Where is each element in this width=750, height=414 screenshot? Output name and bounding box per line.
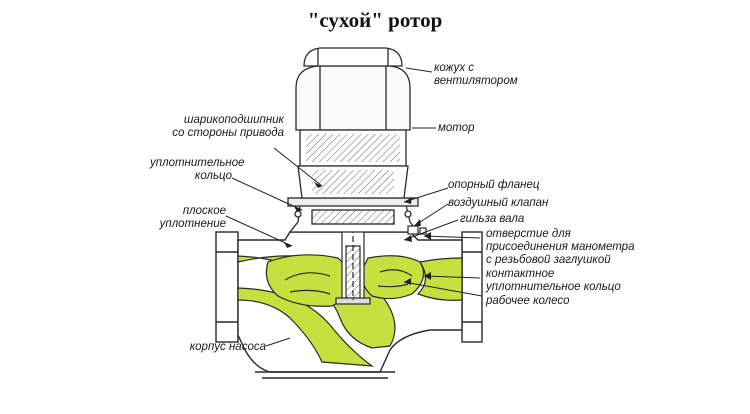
leader-lines	[225, 67, 483, 347]
label-support-flange: опорный фланец	[448, 179, 540, 191]
label-impeller: рабочее колесо	[486, 295, 570, 307]
label-motor: мотор	[438, 122, 475, 134]
label-gauge-port: отверстие для присоединения манометра с …	[486, 228, 635, 266]
support-bracket	[287, 197, 420, 233]
diagram-title: "сухой" ротор	[307, 8, 443, 32]
label-flat-seal: плоское уплотнение	[159, 205, 226, 230]
label-bearing: шарикоподшипник со стороны привода	[172, 114, 284, 139]
label-pump-body: корпус насоса	[189, 341, 266, 353]
shaft	[335, 200, 371, 305]
label-contact-seal-ring: контактное уплотнительное кольцо	[486, 268, 621, 293]
arrowheads	[284, 182, 431, 285]
label-shaft-sleeve: гильза вала	[460, 213, 525, 225]
label-fan-cover: кожух с вентилятором	[434, 62, 518, 87]
air-valve-fitting	[407, 225, 427, 235]
label-air-valve: воздушный клапан	[448, 197, 549, 209]
motor-body	[295, 47, 411, 199]
label-seal-ring: уплотнительное кольцо	[150, 157, 245, 182]
